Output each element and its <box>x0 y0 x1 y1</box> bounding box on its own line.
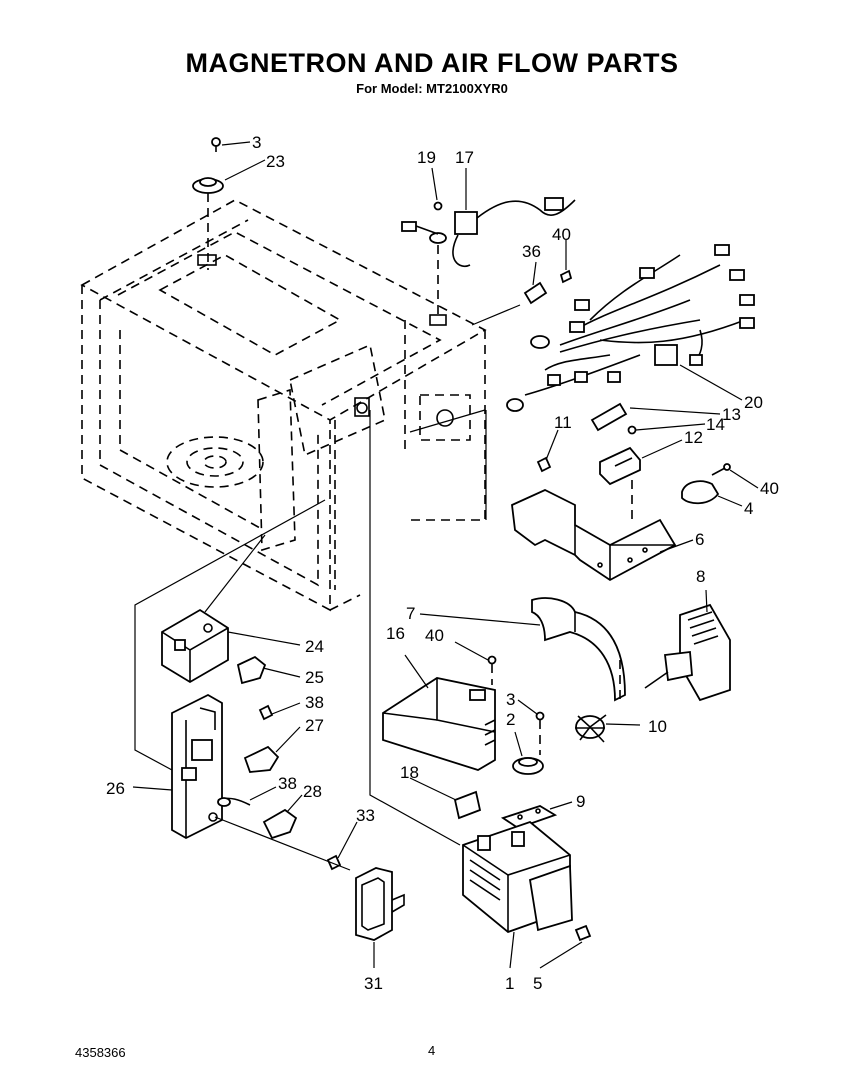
callout-2: 2 <box>506 710 515 729</box>
callout-8: 8 <box>696 567 705 586</box>
callout-19: 19 <box>417 148 436 167</box>
callout-leaders <box>132 141 759 969</box>
callout-31: 31 <box>364 974 383 993</box>
callout-17: 17 <box>455 148 474 167</box>
assembly-guide-lines <box>134 304 521 871</box>
callout-25: 25 <box>305 668 324 687</box>
callout-labels: 3 23 19 17 36 40 20 11 13 14 12 40 4 6 8… <box>106 133 779 993</box>
latch-part-31 <box>355 867 405 941</box>
screw-part-38a <box>258 704 274 721</box>
model-subtitle: For Model: MT2100XYR0 <box>356 81 508 96</box>
callout-40-top: 40 <box>552 225 571 244</box>
actuator-part-25 <box>236 655 267 685</box>
callout-16: 16 <box>386 624 405 643</box>
screw-part-19 <box>433 201 443 211</box>
callout-36: 36 <box>522 242 541 261</box>
callout-7: 7 <box>406 604 415 623</box>
bracket-part-6 <box>511 489 677 582</box>
callout-12: 12 <box>684 428 703 447</box>
callout-33: 33 <box>356 806 375 825</box>
fan-motor-part-8 <box>644 603 731 702</box>
callout-5: 5 <box>533 974 542 993</box>
callout-3-top: 3 <box>252 133 261 152</box>
callout-40-lamp: 40 <box>760 479 779 498</box>
magnetron-part-1 <box>462 820 573 934</box>
callout-23: 23 <box>266 152 285 171</box>
lamp-socket-part-4 <box>681 463 731 505</box>
screw-part-11 <box>536 456 552 473</box>
switch-part-27 <box>243 745 280 773</box>
fan-blade-part-10 <box>575 714 607 743</box>
screw-part-40c <box>487 655 497 685</box>
page-title: MAGNETRON AND AIR FLOW PARTS <box>185 48 679 78</box>
callout-13: 13 <box>722 405 741 424</box>
callout-24: 24 <box>305 637 324 656</box>
screw-part-3 <box>211 137 221 152</box>
wire-harness-part-20 <box>506 244 755 412</box>
screw-part-5 <box>574 924 592 942</box>
callout-3-lower: 3 <box>506 690 515 709</box>
fuse-clip-part-14 <box>627 425 637 435</box>
lever-part-28 <box>262 808 298 840</box>
callout-9: 9 <box>576 792 585 811</box>
screw-part-33 <box>326 854 342 871</box>
duct-part-16 <box>382 677 496 771</box>
callout-10: 10 <box>648 717 667 736</box>
air-guide-part-7 <box>531 597 626 702</box>
callout-27: 27 <box>305 716 324 735</box>
callout-26: 26 <box>106 779 125 798</box>
switch-part-24 <box>161 608 229 684</box>
callout-4: 4 <box>744 499 753 518</box>
callout-38-lower: 38 <box>278 774 297 793</box>
fastener-part-38b <box>217 797 251 807</box>
callout-38-upper: 38 <box>305 693 324 712</box>
pad-part-18 <box>453 790 482 820</box>
thermal-protector-part-2 <box>512 711 545 775</box>
callout-6: 6 <box>695 530 704 549</box>
callout-20: 20 <box>744 393 763 412</box>
callout-11: 11 <box>554 413 572 432</box>
fuse-holder-part-12 <box>599 446 641 520</box>
callout-18: 18 <box>400 763 419 782</box>
callout-28: 28 <box>303 782 322 801</box>
interlock-plate-part-26 <box>171 693 223 840</box>
callout-14: 14 <box>706 415 725 434</box>
callout-40-duct: 40 <box>425 626 444 645</box>
fuse-part-13 <box>590 402 628 432</box>
page-number: 4 <box>428 1043 436 1058</box>
document-number: 4358366 <box>75 1045 126 1060</box>
callout-1: 1 <box>505 974 514 993</box>
oven-cavity-outline <box>80 199 487 612</box>
thermal-cutout-part-23 <box>192 177 224 270</box>
cord-part-17 <box>401 197 576 320</box>
bracket-part-9 <box>500 805 558 829</box>
fastener-part-36 <box>523 269 573 305</box>
